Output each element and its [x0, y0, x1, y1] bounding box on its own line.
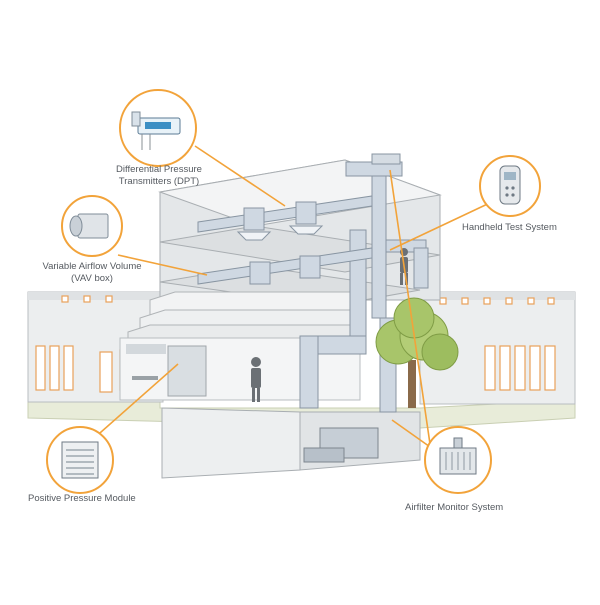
vav-label: Variable Airflow Volume (VAV box) — [28, 261, 156, 285]
dpt-callout — [119, 89, 197, 167]
airfilter-callout — [424, 426, 492, 494]
ceiling-diffusers — [236, 153, 401, 241]
vav-callout — [61, 195, 123, 257]
airfilter-label: Airfilter Monitor System — [405, 502, 504, 513]
dpt-label: Differential Pressure Transmitters (DPT) — [95, 164, 223, 188]
handheld-manometer-icon — [499, 165, 521, 205]
handheld-callout — [479, 155, 541, 217]
ppm-callout — [46, 426, 114, 494]
ppm-label: Positive Pressure Module — [28, 493, 136, 504]
duct-system — [197, 161, 429, 413]
vav-label-line2: (VAV box) — [71, 273, 113, 284]
handheld-label: Handheld Test System — [462, 222, 557, 233]
positive-pressure-module-icon — [61, 441, 99, 479]
airfilter-monitor-icon — [439, 437, 477, 475]
differential-pressure-transmitter-icon — [131, 111, 181, 150]
person-figure — [251, 357, 261, 402]
dpt-label-line1: Differential Pressure — [116, 164, 202, 175]
callout-leader-lines — [91, 145, 497, 455]
vav-label-line1: Variable Airflow Volume — [42, 261, 142, 272]
vav-box-icon — [69, 213, 109, 239]
basement — [161, 407, 421, 479]
dpt-label-line2: Transmitters (DPT) — [118, 176, 200, 187]
